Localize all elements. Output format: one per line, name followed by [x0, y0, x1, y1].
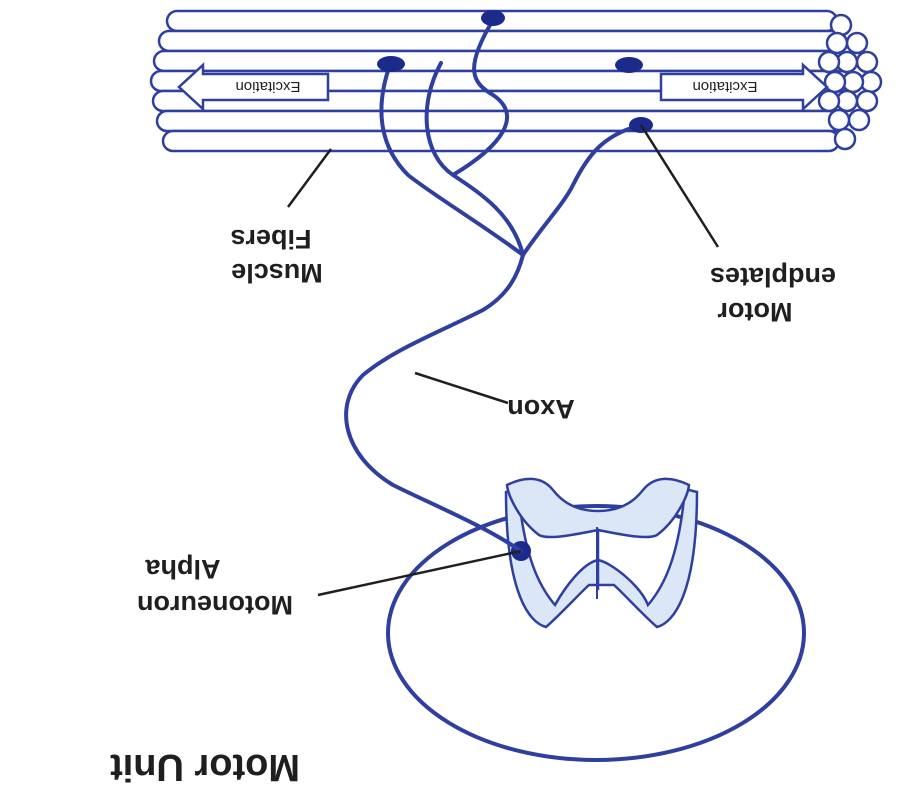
axon-trunk: [344, 253, 525, 553]
muscle-fiber: [155, 109, 847, 133]
label-fibers: Fibers: [230, 224, 311, 254]
leader-motor-endplates: [639, 124, 720, 248]
grey-matter-butterfly: [504, 487, 699, 629]
fiber-end: [855, 89, 879, 113]
motor-endplate: [481, 10, 505, 26]
excitation-arrow-right: Excitation: [177, 62, 330, 112]
fiber-end: [845, 31, 869, 55]
label-alpha: Alpha: [145, 554, 221, 584]
fiber-end: [847, 108, 871, 132]
leader-axon: [414, 371, 509, 405]
motor-endplate: [615, 57, 643, 73]
excitation-label-right: Excitation: [235, 78, 300, 95]
label-motor: Motor: [717, 297, 792, 327]
spinal-cord-cross-section: [386, 477, 806, 762]
fiber-end: [825, 31, 849, 55]
fiber-end: [823, 70, 847, 94]
leader-muscle-fibers: [286, 148, 333, 208]
label-axon: Axon: [507, 394, 575, 424]
leader-alpha-motoneuron: [317, 549, 522, 597]
label-motoneuron: Motoneuron: [137, 590, 293, 620]
muscle-fiber: [152, 49, 850, 73]
label-endplates: endplates: [710, 262, 836, 292]
axon-branch: [451, 18, 510, 177]
fiber-end: [829, 13, 853, 37]
fiber-end: [817, 89, 841, 113]
motor-endplate: [377, 56, 405, 72]
fiber-end: [855, 50, 879, 74]
leader-lines: [286, 124, 720, 597]
axon: [344, 18, 643, 553]
excitation-arrow-left: Excitation: [659, 62, 829, 112]
diagram-title: Motor Unit: [110, 746, 300, 788]
grey-matter-butterfly-mirror: [505, 477, 691, 590]
axon-branch: [521, 123, 643, 257]
fiber-end: [833, 127, 857, 151]
fiber-end: [817, 50, 841, 74]
excitation-label-left: Excitation: [692, 78, 757, 95]
axon-branch: [379, 60, 525, 257]
fiber-end: [827, 108, 851, 132]
spinal-cord-outline: [386, 504, 806, 762]
muscle-fiber: [157, 29, 845, 53]
muscle-fiber-bundle: [149, 9, 883, 153]
label-muscle: Muscle: [231, 258, 323, 288]
